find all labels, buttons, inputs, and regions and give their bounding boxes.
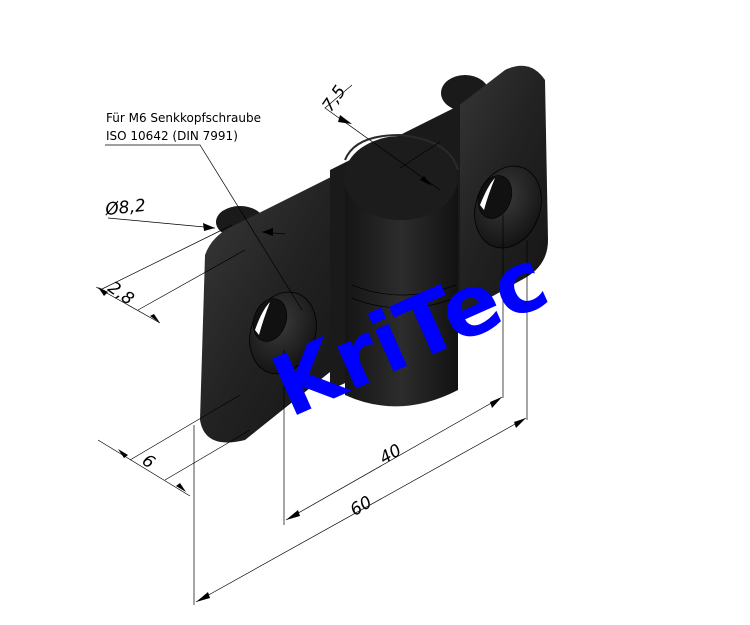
- note-line-1: Für M6 Senkkopfschraube: [106, 111, 261, 125]
- hinge-barrel: [344, 133, 459, 407]
- left-countersink-hole: [249, 291, 317, 375]
- arrowheads: [98, 115, 526, 602]
- part-body: [200, 65, 548, 443]
- dim-40: 40: [376, 441, 405, 469]
- dim-7-5: 7,5: [319, 82, 351, 116]
- dim-diameter: Ø8,2: [103, 196, 146, 220]
- dimension-lines: [95, 84, 528, 605]
- right-countersink-hole: [474, 165, 542, 249]
- dim-60: 60: [347, 492, 376, 520]
- dim-2-8: 2,8: [104, 278, 138, 310]
- note-line-2: ISO 10642 (DIN 7991): [106, 129, 238, 143]
- dim-6: 6: [138, 451, 158, 474]
